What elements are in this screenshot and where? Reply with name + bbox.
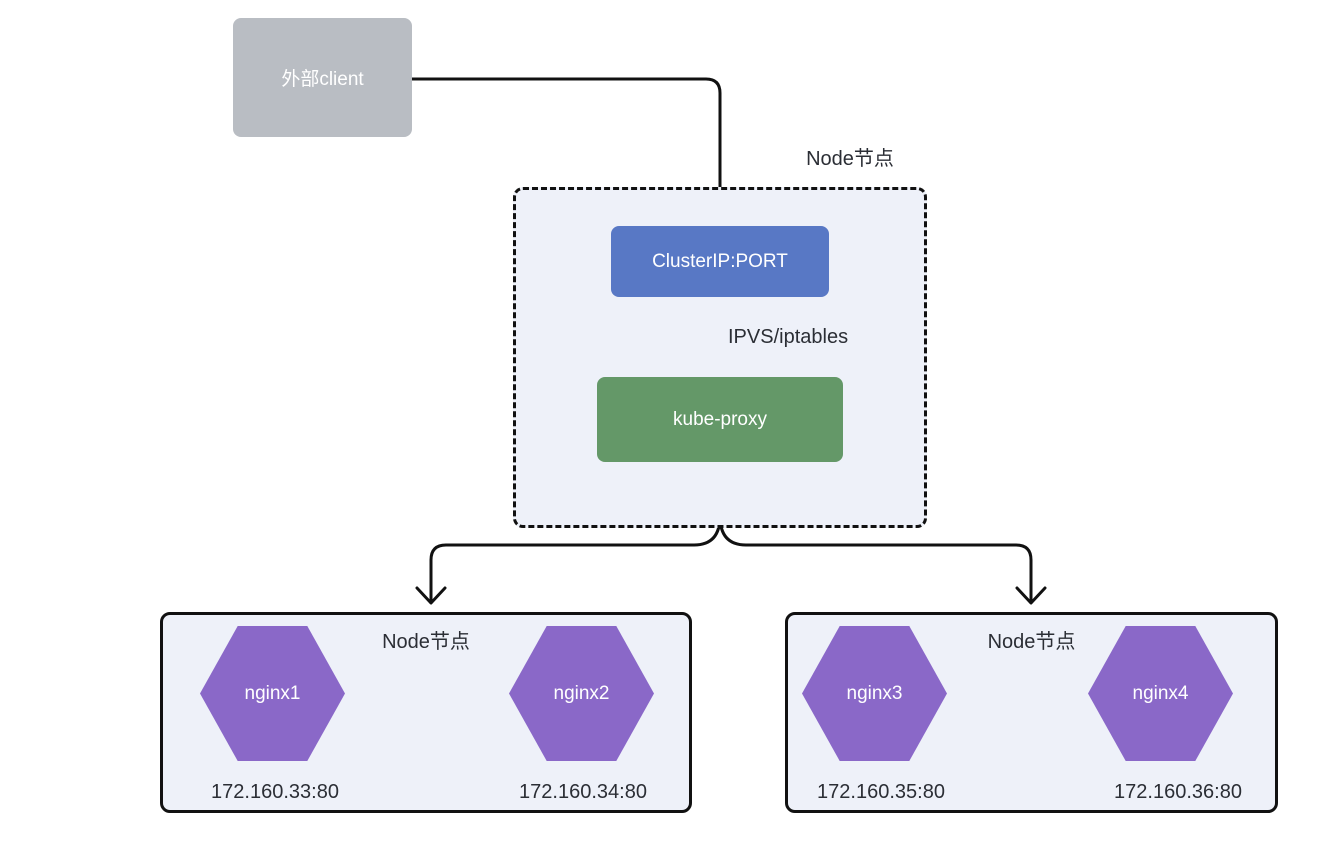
pod-nginx1-endpoint: 172.160.33:80: [211, 781, 339, 803]
pod-nginx3-label: nginx3: [846, 682, 903, 704]
worker-node-1: Node节点 nginx1 nginx2 172.160.33:80 172.1…: [160, 612, 692, 813]
pod-nginx4-label: nginx4: [1132, 682, 1189, 704]
cluster-ip-node: ClusterIP:PORT: [611, 226, 829, 297]
arrowhead-node1: [415, 586, 447, 605]
ipvs-iptables-edge-label: IPVS/iptables: [728, 326, 849, 348]
worker-node-2: Node节点 nginx3 nginx4 172.160.35:80 172.1…: [785, 612, 1278, 813]
kube-proxy-node: kube-proxy: [597, 377, 843, 462]
cluster-ip-label: ClusterIP:PORT: [652, 250, 788, 272]
pod-nginx2-label: nginx2: [553, 682, 610, 704]
pod-nginx1-label: nginx1: [244, 682, 301, 704]
pod-nginx2-endpoint: 172.160.34:80: [519, 781, 647, 803]
kube-proxy-label: kube-proxy: [673, 408, 767, 430]
external-client-node: 外部client: [233, 18, 412, 137]
pod-nginx3-endpoint: 172.160.35:80: [817, 781, 945, 803]
arrowhead-node2: [1015, 586, 1047, 605]
worker-node-2-label: Node节点: [987, 631, 1076, 653]
gateway-node-label: Node节点: [806, 148, 894, 170]
external-client-label: 外部client: [281, 69, 364, 90]
pod-nginx4-endpoint: 172.160.36:80: [1114, 781, 1242, 803]
worker-node-1-label: Node节点: [382, 631, 470, 653]
